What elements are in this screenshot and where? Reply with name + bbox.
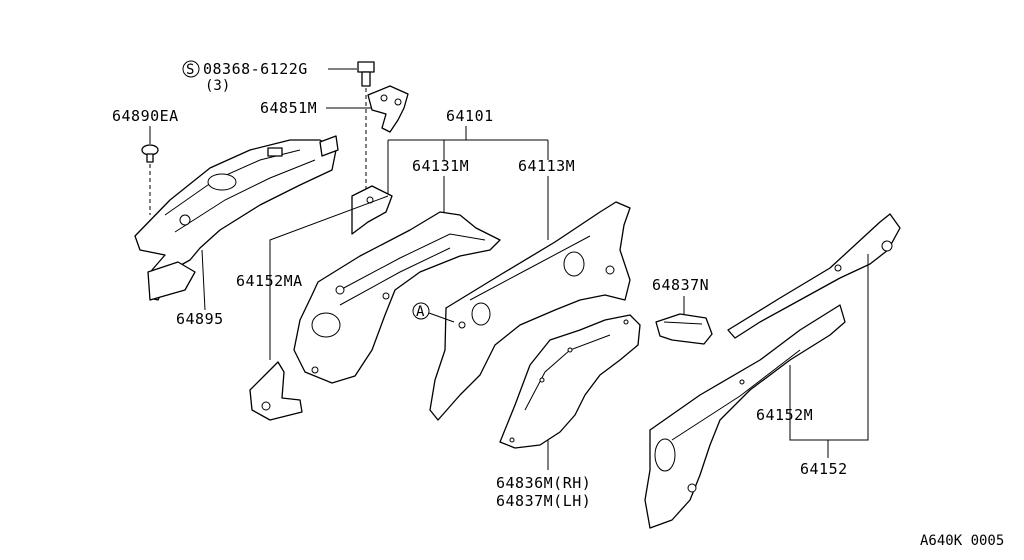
cap-edge xyxy=(663,321,703,325)
label-bolt: 08368-6122G xyxy=(203,60,308,78)
shield-hole xyxy=(623,319,629,325)
ledge-64131M xyxy=(293,211,501,384)
label-64152M: 64152M xyxy=(756,406,813,424)
panel-tab xyxy=(267,147,283,157)
label-ref-a: A xyxy=(416,304,425,320)
shield-hole xyxy=(567,347,573,353)
panel-crease xyxy=(469,235,591,301)
ledge-crease xyxy=(339,247,451,306)
panel-hole xyxy=(605,265,615,275)
rail-hole xyxy=(739,379,745,385)
part-64851M: 64851M xyxy=(260,85,409,133)
part-64152MA: 64152MA xyxy=(236,185,393,421)
shield-hole xyxy=(539,377,545,383)
bracket-upper-64152MA xyxy=(351,185,393,235)
shield-64836M xyxy=(499,314,641,449)
leader-64895 xyxy=(201,249,206,311)
label-64851M: 64851M xyxy=(260,99,317,117)
leader-64152MA xyxy=(269,195,389,360)
rail-upper xyxy=(727,213,901,339)
part-64890EA: 64890EA xyxy=(112,107,179,215)
ledge-hole xyxy=(311,366,319,374)
ref-a-circle xyxy=(412,302,430,320)
rail-hole xyxy=(881,240,893,252)
ledge-crease xyxy=(339,233,486,291)
ledge-hole xyxy=(311,312,341,338)
rail-hole xyxy=(654,438,676,472)
part-64836M: 64836M(RH) 64837M(LH) xyxy=(496,314,641,510)
label-64837M-lh: 64837M(LH) xyxy=(496,492,591,510)
ledge-hole xyxy=(382,292,390,300)
bracket-64851M xyxy=(367,85,409,133)
rail-crease xyxy=(671,349,801,441)
part-64131M: 64131M xyxy=(293,157,501,384)
panel-crease xyxy=(174,159,316,233)
bolt-symbol-circle xyxy=(182,60,200,78)
bolt-part: S 08368-6122G (3) xyxy=(182,60,375,190)
rail-hole xyxy=(687,483,697,493)
label-64152MA: 64152MA xyxy=(236,272,303,290)
shield-crease xyxy=(524,334,611,411)
leader-ref-a xyxy=(428,312,455,323)
part-64152: 64152M 64152 xyxy=(644,213,901,529)
rail-hole xyxy=(834,264,842,272)
bracket-hole xyxy=(380,94,388,102)
bolt-symbol-label: S xyxy=(186,62,194,78)
cap-64837N xyxy=(655,313,713,345)
label-64837N: 64837N xyxy=(652,276,709,294)
bracket-lower-64152MA xyxy=(249,361,303,421)
label-64131M: 64131M xyxy=(412,157,469,175)
part-64113M: 64113M A xyxy=(412,157,631,421)
panel-lower-tab xyxy=(147,261,196,301)
label-64895: 64895 xyxy=(176,310,224,328)
label-64836M-rh: 64836M(RH) xyxy=(496,474,591,492)
panel-hole xyxy=(563,251,585,277)
bracket-hole xyxy=(394,98,402,106)
bolt-head xyxy=(357,61,375,73)
panel-hole xyxy=(458,321,466,329)
part-64837N: 64837N xyxy=(652,276,713,345)
shield-hole xyxy=(509,437,515,443)
panel-hole xyxy=(179,214,191,226)
group-64101: 64101 xyxy=(387,107,549,196)
diagram-code: A640K 0005 xyxy=(920,533,1004,549)
bolt-shank xyxy=(361,71,371,87)
clip-stem xyxy=(146,153,154,163)
panel-hole xyxy=(207,173,237,191)
bracket-hole xyxy=(261,401,271,411)
panel-hole xyxy=(471,302,491,326)
panel-flange xyxy=(319,135,339,157)
label-64890EA: 64890EA xyxy=(112,107,179,125)
label-64152: 64152 xyxy=(800,460,848,478)
label-64113M: 64113M xyxy=(518,157,575,175)
part-64895: 64895 xyxy=(134,135,339,328)
label-bolt-qty: (3) xyxy=(205,78,230,94)
bracket-64152 xyxy=(789,254,869,441)
rail-lower xyxy=(644,304,846,529)
label-64101: 64101 xyxy=(446,107,494,125)
ledge-hole xyxy=(335,285,345,295)
